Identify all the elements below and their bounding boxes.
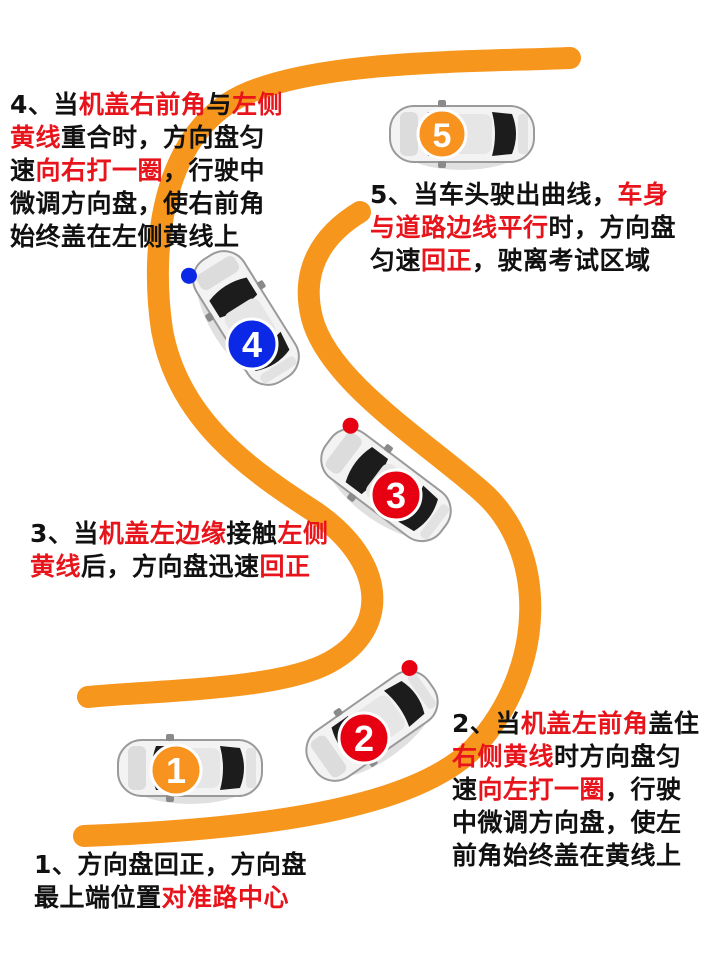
badge-number: 1 bbox=[166, 750, 186, 791]
instruction-text: 时，方向盘 bbox=[548, 213, 677, 242]
step-1-instruction: 1、方向盘回正，方向盘最上端位置对准路中心 bbox=[34, 848, 354, 914]
badge-number: 4 bbox=[242, 324, 262, 365]
step-4-instruction: 4、当机盖右前角与左侧黄线重合时，方向盘匀速向右打一圈，行驶中微调方向盘，使右前… bbox=[10, 88, 300, 253]
step-badge-3: 3 bbox=[369, 468, 423, 522]
highlighted-text: 黄线 bbox=[10, 123, 62, 152]
instruction-text: ，行驶 bbox=[605, 775, 682, 804]
highlighted-text: 机盖左边缘 bbox=[98, 519, 227, 548]
badge-circle bbox=[225, 317, 279, 371]
instruction-text: 与 bbox=[206, 90, 232, 119]
instruction-text: 速 bbox=[452, 775, 478, 804]
highlighted-text: 机盖左前角 bbox=[520, 709, 649, 738]
instruction-text: ，行驶中 bbox=[163, 156, 266, 185]
highlighted-text: 对准路中心 bbox=[161, 883, 290, 912]
badge-circle bbox=[337, 711, 391, 765]
highlighted-text: 车身 bbox=[617, 180, 669, 209]
instruction-text: 2、当 bbox=[452, 709, 521, 738]
badge-circle bbox=[149, 743, 203, 797]
highlighted-text: 向左打一圈 bbox=[477, 775, 606, 804]
instruction-text: 始终盖在左侧黄线上 bbox=[10, 222, 240, 251]
step-badge-1: 1 bbox=[149, 743, 203, 797]
step-2-instruction: 2、当机盖左前角盖住右侧黄线时方向盘匀速向左打一圈，行驶中微调方向盘，使左前角始… bbox=[452, 707, 712, 872]
front-corner-marker bbox=[401, 659, 418, 676]
highlighted-text: 机盖右前角 bbox=[78, 90, 207, 119]
front-corner-marker bbox=[180, 267, 197, 284]
instruction-text: 3、当 bbox=[30, 519, 99, 548]
instruction-text: 4、当 bbox=[10, 90, 79, 119]
instruction-text: 后，方向盘迅速 bbox=[81, 552, 260, 581]
instruction-text: 盖住 bbox=[648, 709, 700, 738]
badge-circle bbox=[369, 468, 423, 522]
front-corner-marker bbox=[342, 417, 359, 434]
highlighted-text: 右侧黄线 bbox=[452, 742, 555, 771]
car-3: 3 bbox=[305, 413, 465, 559]
badge-number: 3 bbox=[386, 475, 406, 516]
instruction-text: ，驶离考试区域 bbox=[472, 246, 651, 275]
highlighted-text: 回正 bbox=[259, 552, 311, 581]
highlighted-text: 左侧 bbox=[277, 519, 329, 548]
instruction-text: 5、当车头驶出曲线， bbox=[370, 180, 618, 209]
instruction-text: 接触 bbox=[226, 519, 278, 548]
instruction-text: 1、方向盘回正，方向盘 bbox=[34, 850, 307, 879]
road-line-left bbox=[77, 47, 581, 708]
instruction-text: 中微调方向盘，使左 bbox=[452, 808, 682, 837]
highlighted-text: 向右打一圈 bbox=[35, 156, 164, 185]
step-5-instruction: 5、当车头驶出曲线，车身与道路边线平行时，方向盘匀速回正，驶离考试区域 bbox=[370, 178, 700, 277]
car-1: 1 bbox=[117, 733, 263, 805]
road-line-right bbox=[73, 201, 542, 847]
car-4: 4 bbox=[176, 237, 314, 400]
step-badge-2: 2 bbox=[337, 711, 391, 765]
step-3-instruction: 3、当机盖左边缘接触左侧黄线后，方向盘迅速回正 bbox=[30, 517, 370, 583]
step-badge-5: 5 bbox=[416, 108, 468, 160]
instruction-text: 时方向盘匀 bbox=[554, 742, 682, 771]
badge-number: 2 bbox=[354, 718, 374, 759]
road-lines bbox=[73, 47, 581, 847]
instruction-text: 重合时，方向盘匀 bbox=[61, 123, 266, 152]
instruction-text: 最上端位置 bbox=[34, 883, 162, 912]
highlighted-text: 回正 bbox=[421, 246, 473, 275]
badge-number: 5 bbox=[433, 117, 452, 155]
highlighted-text: 左侧 bbox=[231, 90, 283, 119]
highlighted-text: 黄线 bbox=[30, 552, 82, 581]
instruction-text: 微调方向盘，使右前角 bbox=[10, 189, 266, 218]
instruction-text: 速 bbox=[10, 156, 36, 185]
step-badge-4: 4 bbox=[225, 317, 279, 371]
car-2: 2 bbox=[292, 655, 453, 798]
badge-circle bbox=[416, 108, 468, 160]
instruction-text: 前角始终盖在黄线上 bbox=[452, 841, 682, 870]
instruction-text: 匀速 bbox=[370, 246, 422, 275]
highlighted-text: 与道路边线平行 bbox=[370, 213, 549, 242]
car-5: 5 bbox=[389, 99, 535, 171]
